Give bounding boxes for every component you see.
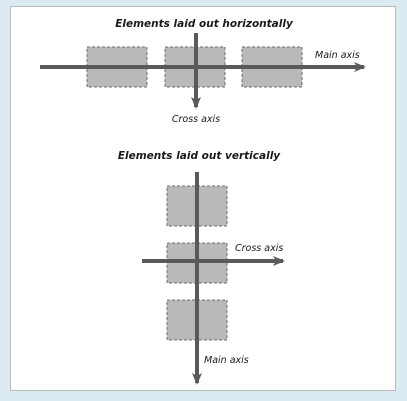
vertical-section-title: Elements laid out vertically <box>118 150 281 162</box>
vertical-cross-axis-label: Cross axis <box>235 243 283 254</box>
horizontal-main-axis-label: Main axis <box>315 50 360 61</box>
vertical-main-axis-label: Main axis <box>204 355 249 366</box>
horizontal-cross-axis-label: Cross axis <box>172 114 220 125</box>
horizontal-section-title: Elements laid out horizontally <box>115 18 294 30</box>
